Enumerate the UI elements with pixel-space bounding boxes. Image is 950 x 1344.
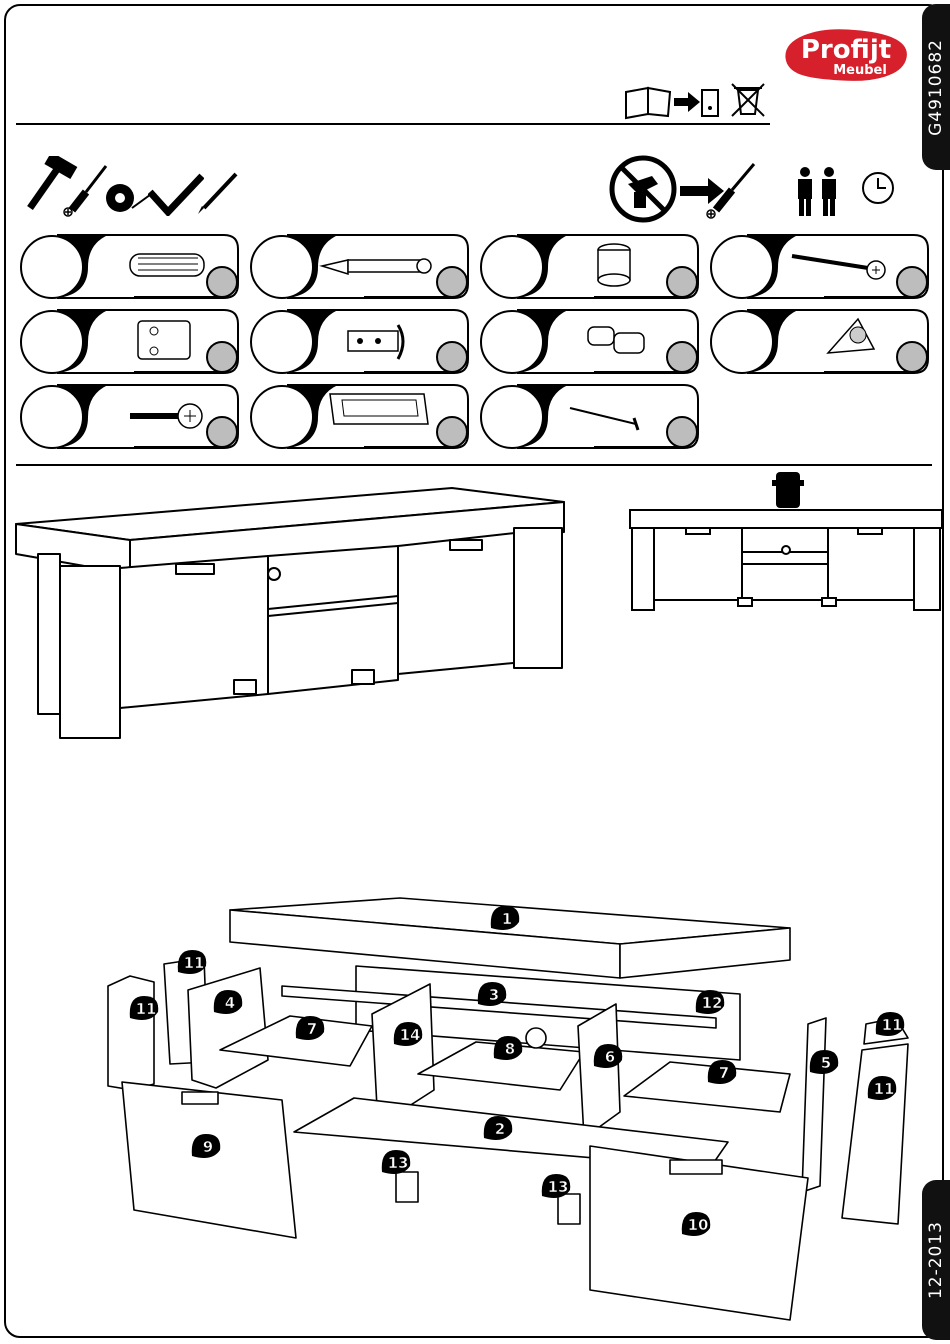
hardware-card-shelf-support: [478, 309, 700, 375]
assembled-cabinet-perspective: [12, 484, 572, 744]
hinge-mounting-plate-icon: [138, 321, 190, 359]
hardware-card-handle: [248, 384, 470, 450]
hardware-card-hinge-plate: [18, 309, 240, 375]
hardware-card-cam-lock: [478, 234, 700, 300]
part-label-11: 11: [876, 1012, 904, 1036]
hardware-card-felt-pad: [708, 309, 930, 375]
part-number: 3: [489, 986, 499, 1004]
weight-icon: [772, 472, 804, 508]
part-label-10: 10: [682, 1212, 710, 1236]
brand-logo: Profijt Meubel: [776, 22, 916, 86]
two-persons-icon: [792, 166, 842, 218]
part-number: 11: [136, 1000, 157, 1018]
no-power-drill-icon: [608, 154, 678, 224]
part-number: 4: [225, 994, 235, 1012]
part-label-5: 5: [810, 1050, 838, 1074]
part-label-11: 11: [130, 996, 158, 1020]
part-number: 13: [548, 1178, 569, 1196]
manual-to-folder-icon: [622, 84, 722, 120]
part-number: 11: [874, 1080, 895, 1098]
cam-lock-icon: [598, 244, 630, 286]
assembled-cabinet-front: [626, 468, 948, 614]
part-number: 9: [203, 1138, 213, 1156]
part-number: 11: [184, 954, 205, 972]
part-number: 7: [307, 1020, 317, 1038]
part-number: 5: [821, 1054, 831, 1072]
header-rule: [16, 123, 770, 125]
door-handle-icon: [330, 394, 428, 424]
part-number: 12: [702, 994, 723, 1012]
article-code-tab: G4910682: [922, 4, 950, 170]
part-number: 2: [495, 1120, 505, 1138]
hardware-card-dowel: [18, 234, 240, 300]
hardware-rule: [16, 464, 932, 466]
part-number: 6: [605, 1048, 615, 1066]
brand-name: Profijt: [801, 35, 891, 65]
part-label-11: 11: [178, 950, 206, 974]
part-label-13: 13: [542, 1174, 570, 1198]
part-number: 7: [719, 1064, 729, 1082]
part-label-11: 11: [868, 1076, 896, 1100]
article-code: G4910682: [926, 39, 946, 136]
part-number: 11: [882, 1016, 903, 1034]
part-number: 8: [505, 1040, 515, 1058]
part-label-13: 13: [382, 1150, 410, 1174]
hardware-card-handle-screw: [18, 384, 240, 450]
hardware-card-cam-bolt: [248, 234, 470, 300]
no-wastebin-icon: [728, 80, 768, 120]
hardware-card-wood-screw: [708, 234, 930, 300]
clock-icon: [860, 170, 896, 206]
phillips-screwdriver-icon: [704, 160, 758, 220]
pencil-icon: [196, 170, 240, 216]
brand-sub: Meubel: [833, 63, 887, 78]
part-number: 10: [688, 1216, 709, 1234]
part-label-12: 12: [696, 990, 724, 1014]
part-number: 13: [388, 1154, 409, 1172]
part-number: 1: [502, 910, 512, 928]
wooden-dowel-icon: [130, 254, 204, 276]
hardware-card-hinge: [248, 309, 470, 375]
hardware-card-nail: [478, 384, 700, 450]
part-number: 14: [400, 1026, 421, 1044]
part-label-14: 14: [394, 1022, 422, 1046]
